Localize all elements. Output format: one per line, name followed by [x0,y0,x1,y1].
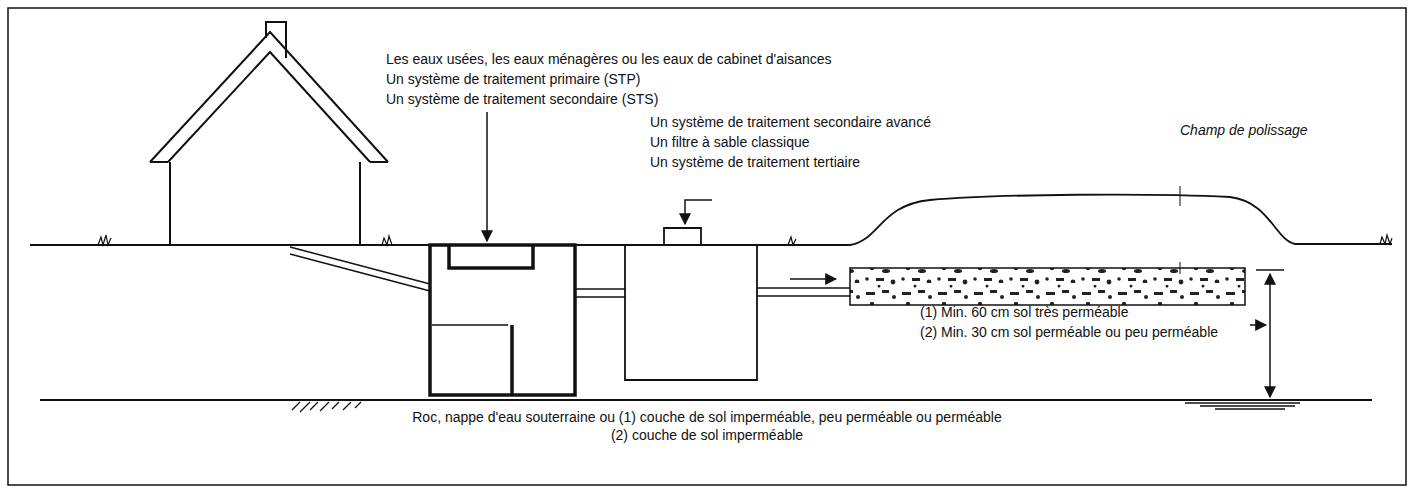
ground-line [30,195,1392,245]
connecting-pipe [575,289,625,297]
house [150,22,388,245]
water-hatch [1185,403,1300,409]
callout-text: (2) couche de sol imperméable [13,427,1401,444]
callout-text: Un filtre à sable classique [650,134,810,151]
secondary-unit [625,228,757,380]
rock-hatch [292,402,361,412]
inlet-pipe [290,247,430,291]
grass-tufts [98,235,1392,245]
bedrock-line [40,399,1372,401]
callout-text: Un système de traitement tertiaire [650,154,860,171]
leader-lines [487,112,1266,325]
callout-text: Champ de polissage [1180,122,1308,139]
distribution-pipe [852,283,1243,285]
primary-tank [430,245,575,395]
dimension-line [1256,270,1284,397]
callout-text: Un système de traitement secondaire avan… [650,114,931,131]
callout-text: Roc, nappe d'eau souterraine ou (1) couc… [13,409,1401,426]
callout-text: (2) Min. 30 cm sol perméable ou peu perm… [920,324,1218,341]
callout-text: Les eaux usées, les eaux ménagères ou le… [386,51,832,68]
callout-text: (1) Min. 60 cm sol très perméable [920,304,1129,321]
frame [8,8,1406,485]
callout-text: Un système de traitement secondaire (STS… [386,91,658,108]
callout-text: Un système de traitement primaire (STP) [386,71,640,88]
polishing-trench [850,268,1245,305]
outlet-pipe [757,288,850,296]
